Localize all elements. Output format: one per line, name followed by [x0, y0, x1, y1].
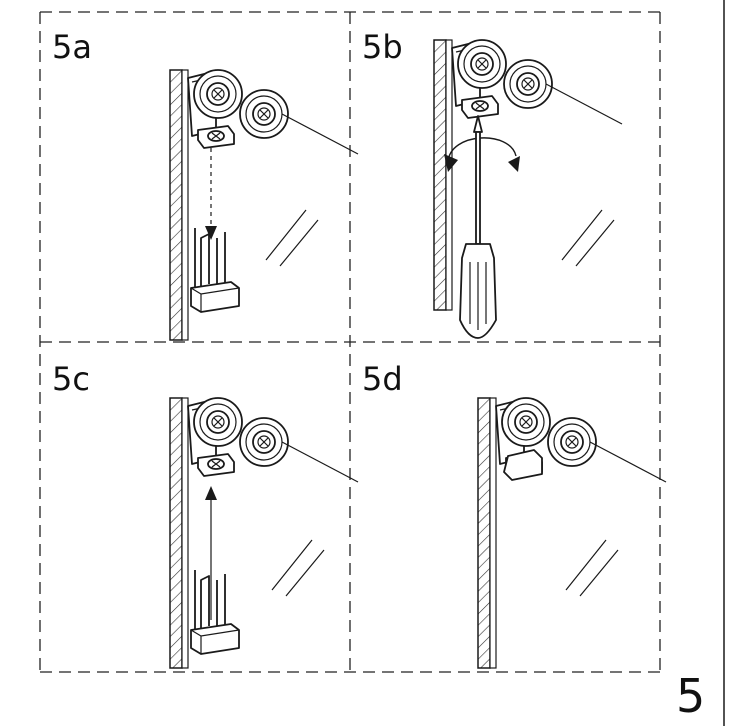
- glass-marks-5b: [561, 209, 615, 267]
- glass-marks-5d: [565, 539, 619, 597]
- up-arrow-icon: [205, 486, 217, 500]
- panel-5a: 5a: [52, 28, 358, 340]
- down-arrow-icon: [205, 226, 217, 240]
- bottom-clip-5c: [190, 569, 240, 655]
- panel-label-5b: 5b: [362, 28, 403, 66]
- panel-label-5c: 5c: [52, 360, 90, 398]
- glass-marks-5c: [271, 539, 325, 597]
- rotate-arrow-icon: [447, 137, 517, 163]
- glass-marks-5a: [265, 209, 319, 267]
- panel-label-5d: 5d: [362, 360, 403, 398]
- roller-assembly-5d: [478, 398, 666, 668]
- page-number: 5: [676, 669, 705, 723]
- screwdriver-icon: [459, 115, 497, 339]
- panel-label-5a: 5a: [52, 28, 92, 66]
- bottom-clip-5a: [190, 227, 240, 313]
- panel-5c: 5c: [52, 360, 358, 668]
- panel-5b: 5b: [362, 28, 622, 339]
- panel-5d: 5d: [362, 360, 666, 668]
- panel-grid: [39, 11, 661, 673]
